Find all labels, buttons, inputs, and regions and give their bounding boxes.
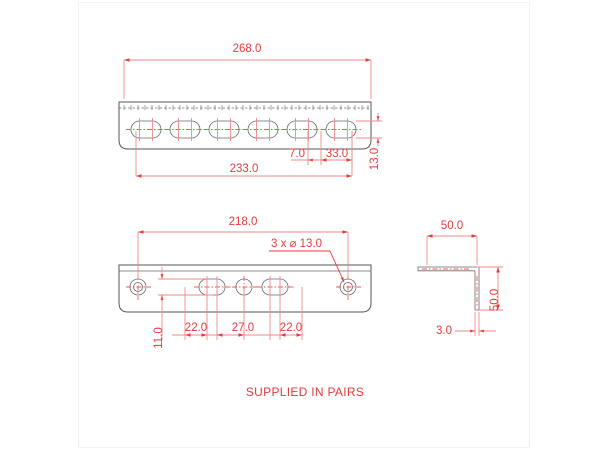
dim-218-label: 218.0: [229, 216, 258, 228]
dim-268-label: 268.0: [233, 43, 262, 55]
bottom-view-outline: [118, 264, 372, 313]
dim-flange-width: 50.0: [426, 220, 478, 265]
dim-3-label: 3.0: [436, 325, 452, 337]
dim-edge-to-slot: 7.0: [289, 131, 322, 165]
dim-edge-offset: 11.0: [153, 267, 213, 349]
dim-thickness: 3.0: [436, 312, 496, 337]
dim-233-label: 233.0: [230, 163, 259, 175]
hole-callout: 3 x ⌀ 13.0: [269, 238, 345, 283]
top-view-slot-center-ticks: [139, 118, 348, 141]
dim-22-left-label: 22.0: [185, 322, 207, 334]
dim-chain-bottom: 22.0 27.0 22.0: [172, 287, 303, 340]
section-l-profile: [417, 266, 480, 311]
dim-27-label: 27.0: [232, 322, 254, 334]
dim-flange-height: 50.0: [477, 266, 503, 311]
dim-22-right-label: 22.0: [280, 322, 302, 334]
sheet-border: [78, 2, 530, 448]
dim-50-height-label: 50.0: [489, 289, 501, 311]
dim-hole-span-top: 233.0: [135, 131, 353, 178]
supplied-in-pairs-note: SUPPLIED IN PAIRS: [246, 385, 364, 399]
dim-hole-span-bottom: 218.0: [137, 216, 349, 280]
dim-50-width-label: 50.0: [441, 220, 463, 232]
section-centerlines: [422, 268, 478, 306]
dim-7-label: 7.0: [289, 148, 305, 160]
dim-33-label: 33.0: [326, 148, 348, 160]
hole-note-label: 3 x ⌀ 13.0: [271, 238, 322, 250]
top-view-serrations: [123, 105, 369, 110]
dim-11-label: 11.0: [153, 327, 165, 349]
dim-overall-length: 268.0: [123, 43, 372, 99]
dim-slot-pitch: 33.0: [321, 131, 353, 165]
section-view-group: 50.0 50.0 3.0: [417, 220, 503, 337]
bottom-view-group: 218.0 3 x ⌀ 13.0 11.0: [118, 216, 372, 349]
top-view-outline: [118, 101, 372, 150]
dim-13-label: 13.0: [369, 148, 381, 170]
top-view-group: 268.0 233.0 7.0 33.0: [118, 43, 382, 178]
dim-slot-height: 13.0: [356, 113, 382, 170]
